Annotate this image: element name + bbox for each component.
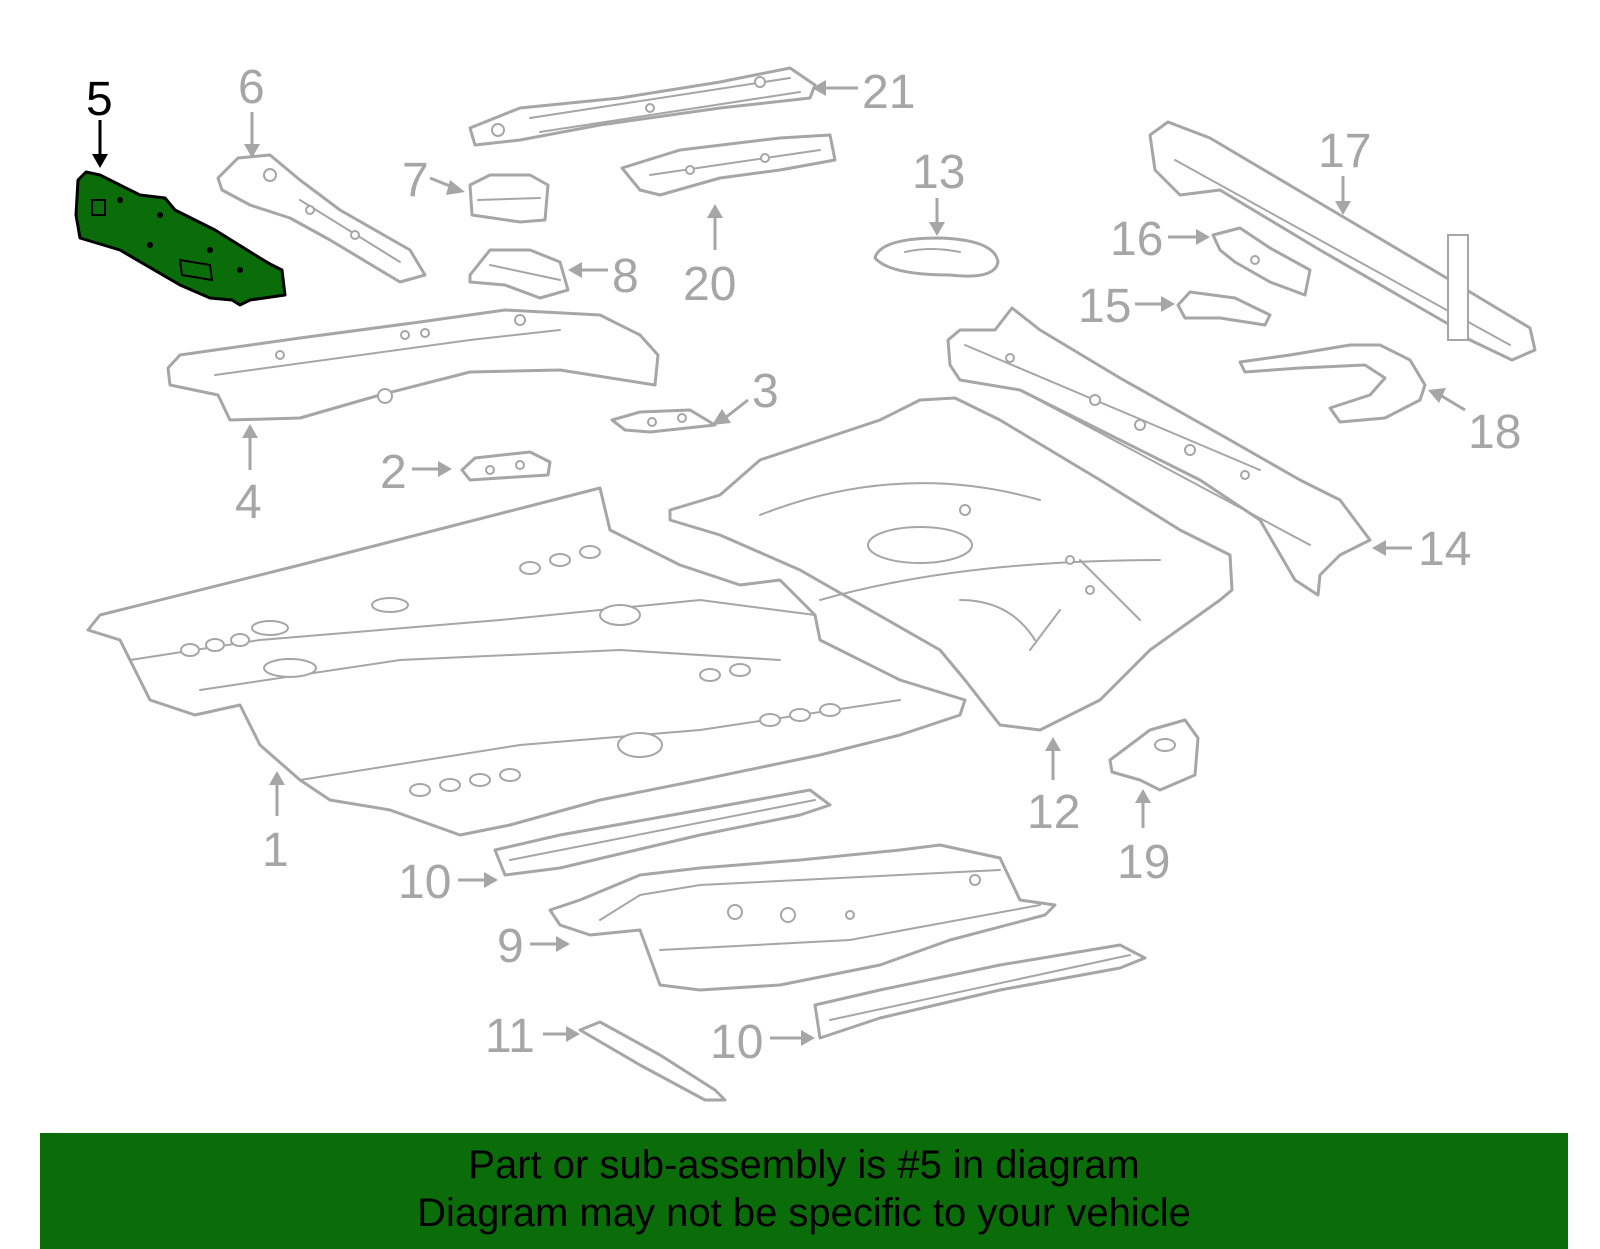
svg-text:6: 6: [238, 61, 265, 114]
callout-16: 16: [1110, 213, 1210, 266]
svg-text:19: 19: [1117, 836, 1170, 889]
callout-21: 21: [812, 66, 915, 119]
part-14[interactable]: [946, 306, 1372, 597]
svg-text:2: 2: [380, 446, 407, 499]
parts-diagram: 5 6 21 7 13 17 20 8 16: [74, 61, 1537, 1102]
callout-5: 5: [86, 73, 113, 168]
svg-text:21: 21: [862, 66, 915, 119]
svg-text:14: 14: [1418, 523, 1471, 576]
svg-text:8: 8: [612, 250, 639, 303]
svg-text:5: 5: [86, 73, 113, 126]
callout-2: 2: [380, 446, 452, 499]
svg-text:18: 18: [1468, 406, 1521, 459]
svg-text:13: 13: [912, 146, 965, 199]
svg-text:4: 4: [235, 476, 262, 529]
part-21[interactable]: [468, 66, 817, 147]
part-7[interactable]: [468, 173, 550, 224]
callout-12: 12: [1027, 737, 1080, 839]
info-banner: Part or sub-assembly is #5 in diagram Di…: [40, 1133, 1568, 1249]
part-2[interactable]: [460, 450, 552, 482]
svg-text:7: 7: [402, 154, 429, 207]
part-11[interactable]: [578, 1020, 727, 1102]
svg-text:10: 10: [710, 1016, 763, 1069]
part-18[interactable]: [1238, 343, 1427, 424]
svg-text:17: 17: [1318, 125, 1371, 178]
callout-18: 18: [1428, 388, 1521, 459]
callout-9: 9: [497, 920, 570, 973]
part-13[interactable]: [873, 236, 1000, 278]
svg-text:11: 11: [485, 1010, 535, 1063]
svg-text:15: 15: [1078, 280, 1131, 333]
callout-1: 1: [262, 771, 289, 877]
part-15[interactable]: [1176, 290, 1272, 327]
callout-15: 15: [1078, 280, 1175, 333]
svg-text:3: 3: [752, 365, 779, 418]
part-12[interactable]: [668, 396, 1234, 732]
callout-19: 19: [1117, 789, 1170, 889]
part-20[interactable]: [620, 133, 837, 197]
part-16[interactable]: [1211, 226, 1312, 297]
part-3[interactable]: [610, 408, 717, 434]
part-8[interactable]: [468, 248, 570, 300]
callout-6: 6: [238, 61, 265, 158]
svg-text:1: 1: [262, 824, 289, 877]
callout-10-lower: 10: [710, 1016, 815, 1069]
callout-8: 8: [568, 250, 639, 303]
part-19[interactable]: [1108, 718, 1200, 792]
callout-7: 7: [402, 154, 465, 207]
banner-line-2: Diagram may not be specific to your vehi…: [417, 1191, 1191, 1235]
callout-10-upper: 10: [398, 856, 498, 909]
part-10-lower[interactable]: [813, 943, 1147, 1040]
svg-text:9: 9: [497, 920, 524, 973]
callout-14: 14: [1372, 523, 1471, 576]
banner-line-1: Part or sub-assembly is #5 in diagram: [468, 1143, 1140, 1187]
svg-text:12: 12: [1027, 786, 1080, 839]
part-10-upper[interactable]: [493, 788, 832, 877]
callout-11: 11: [485, 1010, 580, 1063]
part-6[interactable]: [216, 153, 427, 284]
callout-20: 20: [683, 204, 736, 311]
part-9[interactable]: [548, 843, 1057, 992]
svg-text:10: 10: [398, 856, 451, 909]
part-5-highlighted[interactable]: [74, 170, 287, 307]
callout-13: 13: [912, 146, 965, 236]
part-4[interactable]: [166, 308, 660, 422]
callout-17: 17: [1318, 125, 1371, 215]
part-1[interactable]: [86, 486, 967, 837]
svg-text:20: 20: [683, 258, 736, 311]
callout-4: 4: [235, 424, 262, 529]
svg-text:16: 16: [1110, 213, 1163, 266]
part-17[interactable]: [1148, 120, 1537, 362]
callout-3: 3: [712, 365, 779, 425]
